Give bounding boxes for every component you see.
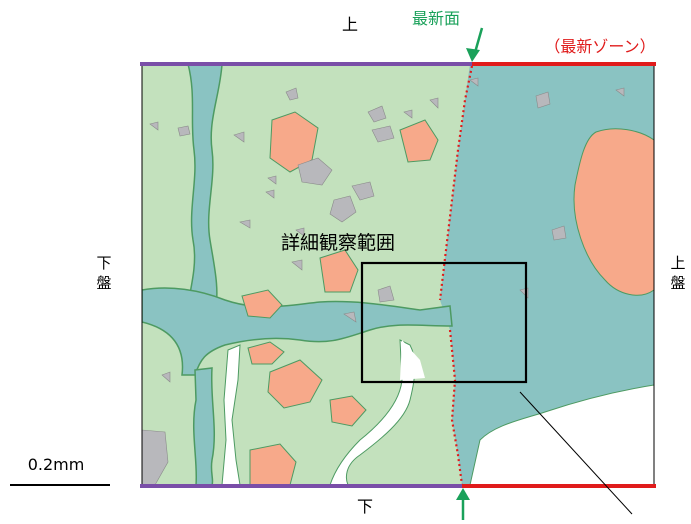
vein-lower bbox=[192, 367, 216, 485]
scale-label: 0.2mm bbox=[28, 455, 85, 474]
label-latest-zone: （最新ゾーン） bbox=[544, 37, 655, 56]
label-bottom: 下 bbox=[357, 497, 373, 516]
void-left bbox=[221, 344, 241, 485]
top-arrow bbox=[466, 27, 484, 62]
label-detail-range: 詳細観察範囲 bbox=[281, 232, 395, 254]
label-right-1: 上 bbox=[670, 254, 685, 272]
clast-orange-large bbox=[573, 128, 654, 296]
pointer-line bbox=[519, 391, 633, 515]
void-right bbox=[469, 384, 654, 485]
latest-surface-dotted bbox=[438, 65, 474, 485]
rock-section bbox=[142, 64, 654, 485]
bottom-arrow bbox=[456, 488, 470, 520]
label-top: 上 bbox=[342, 15, 358, 34]
label-left-1: 下 bbox=[96, 254, 111, 272]
void-center-notch bbox=[400, 340, 425, 380]
label-right-2: 盤 bbox=[670, 274, 685, 292]
orange-clasts bbox=[241, 111, 439, 485]
label-latest-surface: 最新面 bbox=[412, 9, 460, 28]
detail-range-box bbox=[360, 261, 528, 384]
gray-clasts bbox=[142, 77, 625, 485]
label-left-2: 盤 bbox=[96, 274, 111, 292]
